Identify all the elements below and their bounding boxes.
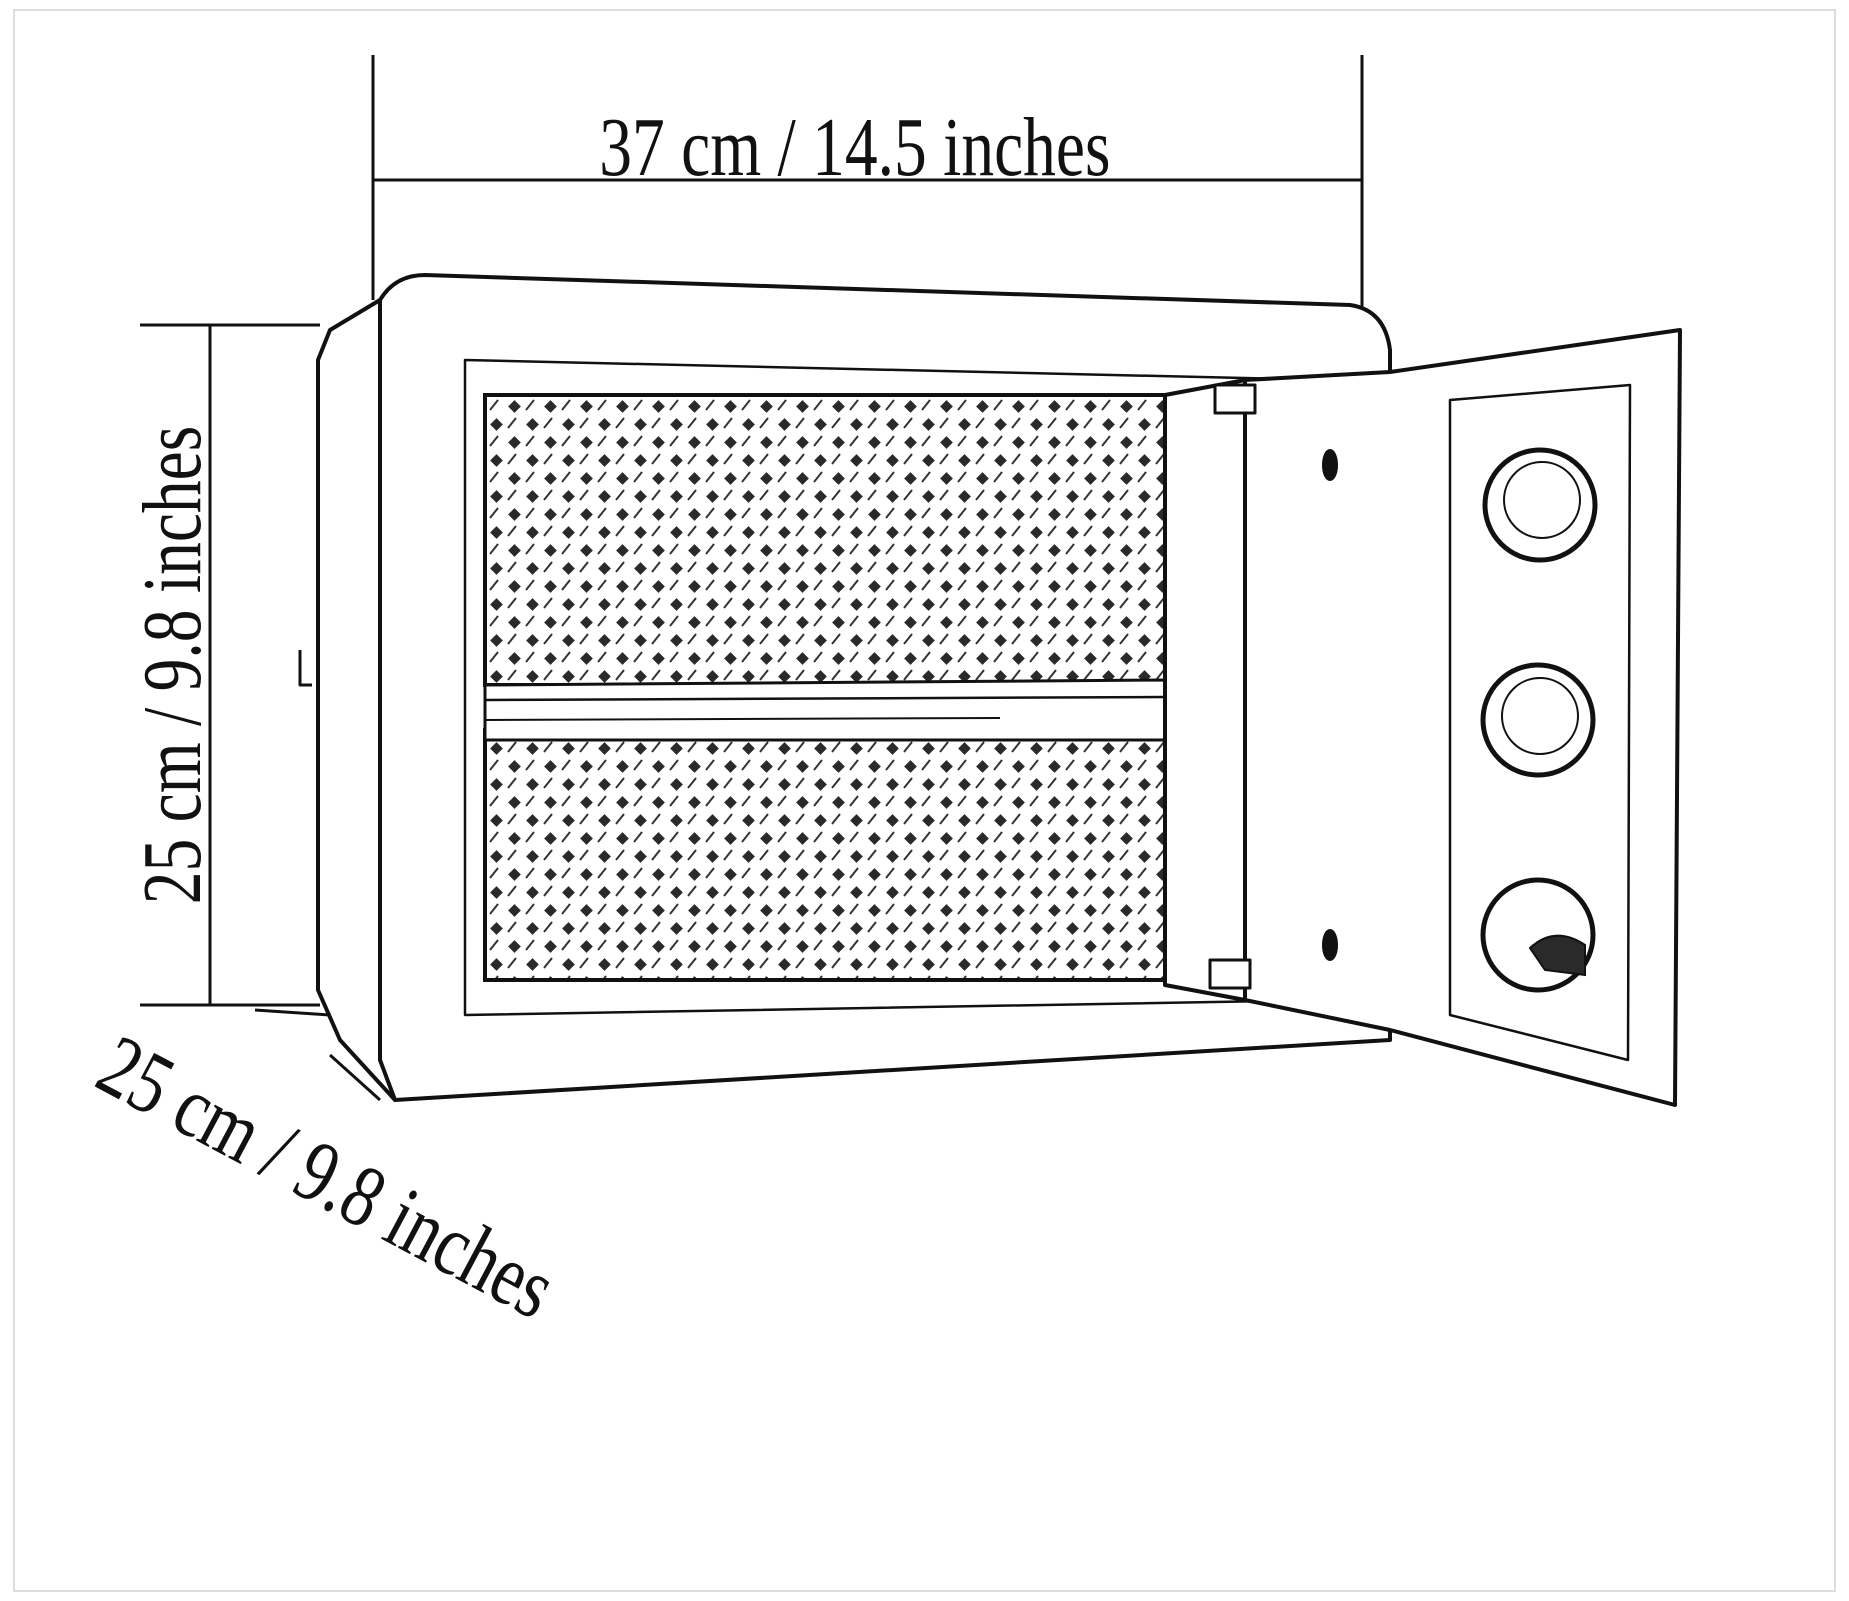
door-hinge-pin-top <box>1322 449 1338 481</box>
door-bolt-top <box>1213 383 1257 415</box>
side-hinge-mark <box>298 650 312 687</box>
round-button-top-icon <box>1482 447 1598 563</box>
safe-door <box>1163 328 1682 1107</box>
depth-extension-back <box>328 1053 382 1102</box>
round-button-middle-icon <box>1480 662 1596 778</box>
height-label: 25 cm / 9.8 inches <box>126 426 219 904</box>
interior-shelf <box>483 678 1167 742</box>
depth-dimension <box>254 1008 382 1102</box>
shelf-edge <box>484 695 1166 702</box>
image-border <box>13 9 1836 1592</box>
width-label: 37 cm / 14.5 inches <box>599 101 1110 194</box>
shelf-edge-lower <box>484 717 1001 721</box>
safe-interior <box>483 393 1167 982</box>
door-controls <box>1480 447 1598 993</box>
door-panel <box>1448 383 1632 1062</box>
door-bolt-bottom <box>1208 958 1252 990</box>
interior-upper-compartment <box>483 393 1167 687</box>
depth-extension-front <box>254 1008 331 1017</box>
width-dimension <box>371 55 1364 310</box>
door-edge <box>1163 378 1247 1002</box>
keyhole-slot <box>1528 934 1586 977</box>
interior-lower-compartment <box>483 728 1167 982</box>
height-dimension <box>140 323 320 1007</box>
door-face <box>1243 328 1682 1107</box>
door-hinge-pin-bottom <box>1322 929 1338 961</box>
